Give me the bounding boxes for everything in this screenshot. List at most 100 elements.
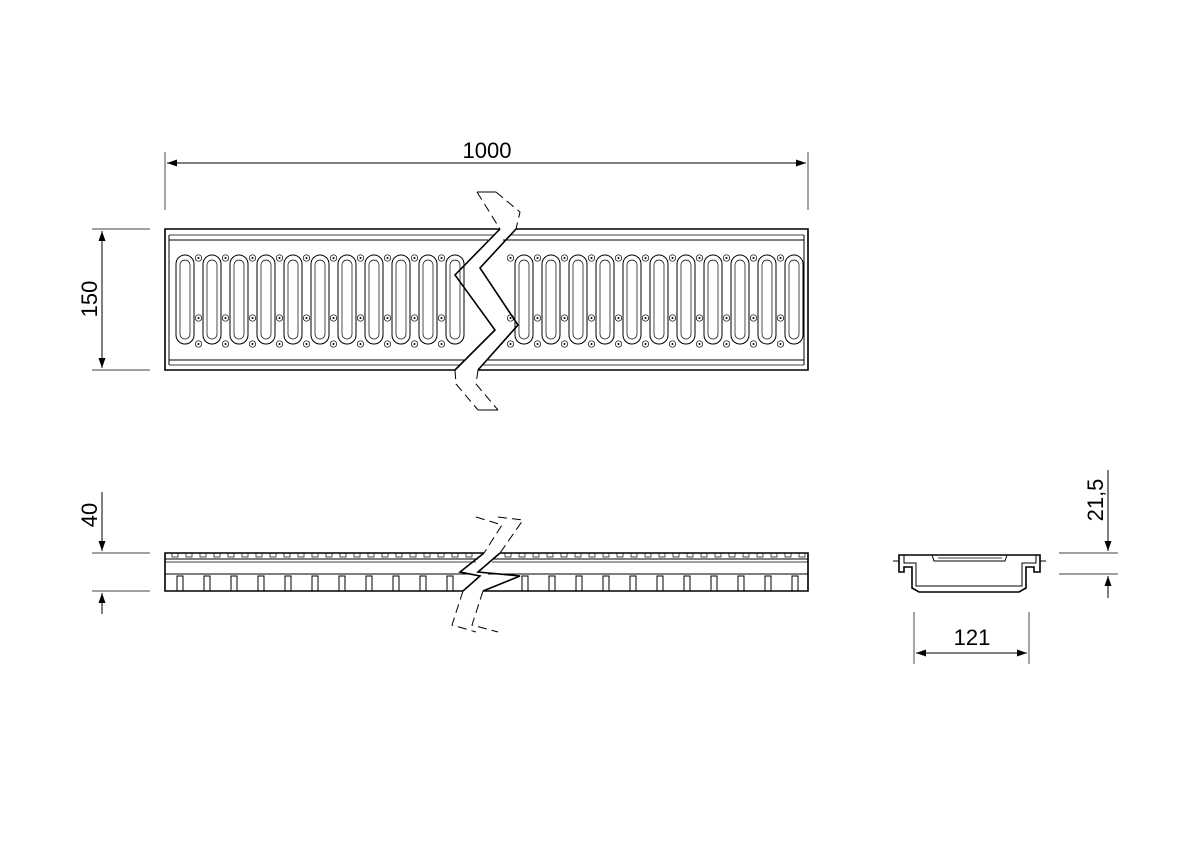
bolt-hole-dot — [305, 343, 308, 345]
length-label: 1000 — [463, 138, 512, 163]
side-tooth — [532, 552, 540, 558]
bolt-hole — [437, 340, 446, 348]
side-foot — [257, 575, 265, 592]
side-foot — [176, 575, 184, 592]
side-foot — [311, 575, 319, 592]
bolt-hole — [587, 254, 596, 262]
grate-top-left — [164, 228, 500, 371]
bolt-hole-dot — [779, 343, 782, 345]
grate-slot — [256, 254, 276, 345]
bolt-hole — [533, 340, 542, 348]
bolt-hole-dot — [779, 257, 782, 259]
bolt-hole — [356, 254, 365, 262]
side-tooth — [437, 552, 445, 558]
bolt-hole — [302, 314, 311, 322]
bolt-hole — [641, 340, 650, 348]
bolt-hole-dot — [644, 343, 647, 345]
grate-slot — [445, 254, 465, 345]
side-tooth — [630, 552, 638, 558]
bolt-hole-dot — [440, 343, 443, 345]
bolt-hole — [506, 254, 515, 262]
side-foot — [548, 575, 556, 592]
grate-slot — [730, 254, 750, 345]
side-foot — [521, 575, 529, 592]
bolt-hole-dot — [509, 317, 512, 319]
grate-slot — [229, 254, 249, 345]
bolt-hole — [749, 340, 758, 348]
grate-slot — [418, 254, 438, 345]
bolt-hole-dot — [224, 343, 227, 345]
grate-slot-inner — [233, 259, 245, 340]
side-tooth — [199, 552, 207, 558]
bolt-hole-dot — [440, 257, 443, 259]
bolt-hole-dot — [413, 317, 416, 319]
side-tooth — [518, 552, 526, 558]
bolt-hole-dot — [224, 317, 227, 319]
length-dimension: 1000 — [164, 138, 809, 210]
grate-slot — [784, 254, 804, 345]
side-tooth — [311, 552, 319, 558]
bolt-hole — [668, 314, 677, 322]
bolt-hole-dot — [413, 343, 416, 345]
bolt-hole — [722, 340, 731, 348]
bolt-hole-dot — [590, 257, 593, 259]
grate-slot — [676, 254, 696, 345]
bolt-hole — [533, 254, 542, 262]
side-tooth — [185, 552, 193, 558]
bolt-hole — [560, 254, 569, 262]
grate-slot-inner — [518, 259, 530, 340]
side-tooth — [213, 552, 221, 558]
bolt-hole-dot — [617, 343, 620, 345]
side-tooth — [423, 552, 431, 558]
bolt-hole-dot — [386, 317, 389, 319]
bolt-hole-dot — [725, 257, 728, 259]
bolt-hole — [410, 254, 419, 262]
side-tooth — [644, 552, 652, 558]
bolt-hole — [749, 254, 758, 262]
bolt-hole-dot — [386, 257, 389, 259]
bolt-hole-dot — [197, 257, 200, 259]
side-tooth — [367, 552, 375, 558]
break-line-top — [453, 191, 521, 411]
top-view: 1000 150 — [77, 138, 809, 411]
side-tooth — [784, 552, 792, 558]
grate-slot — [514, 254, 534, 345]
grate-slot-inner — [179, 259, 191, 340]
bolt-hole — [383, 314, 392, 322]
side-tooth — [227, 552, 235, 558]
grate-slot-inner — [653, 259, 665, 340]
bolt-hole-dot — [332, 343, 335, 345]
height-label: 40 — [77, 503, 102, 527]
bolt-hole-dot — [224, 257, 227, 259]
grate-slot — [391, 254, 411, 345]
bolt-hole-dot — [251, 257, 254, 259]
bolt-hole — [560, 314, 569, 322]
grate-slot-inner — [341, 259, 353, 340]
side-tooth — [339, 552, 347, 558]
bolt-hole-dot — [440, 317, 443, 319]
bolt-hole-dot — [305, 317, 308, 319]
side-tooth — [546, 552, 554, 558]
bolt-hole — [776, 314, 785, 322]
bolt-hole — [383, 340, 392, 348]
grate-slot-inner — [449, 259, 461, 340]
bolt-hole-dot — [671, 317, 674, 319]
bolt-hole-dot — [644, 257, 647, 259]
bolt-hole-dot — [752, 343, 755, 345]
profile-height-label: 21,5 — [1083, 479, 1108, 522]
grate-slot-inner — [734, 259, 746, 340]
bolt-hole-dot — [197, 317, 200, 319]
profile-height-dimension: 21,5 — [1059, 470, 1118, 598]
bolt-hole — [194, 254, 203, 262]
bolt-hole — [614, 254, 623, 262]
bolt-hole — [221, 340, 230, 348]
bolt-hole-dot — [332, 317, 335, 319]
side-tooth — [171, 552, 179, 558]
bolt-hole — [776, 254, 785, 262]
bolt-hole — [194, 340, 203, 348]
side-tooth — [560, 552, 568, 558]
side-tooth — [728, 552, 736, 558]
bolt-hole — [437, 254, 446, 262]
side-foot — [365, 575, 373, 592]
